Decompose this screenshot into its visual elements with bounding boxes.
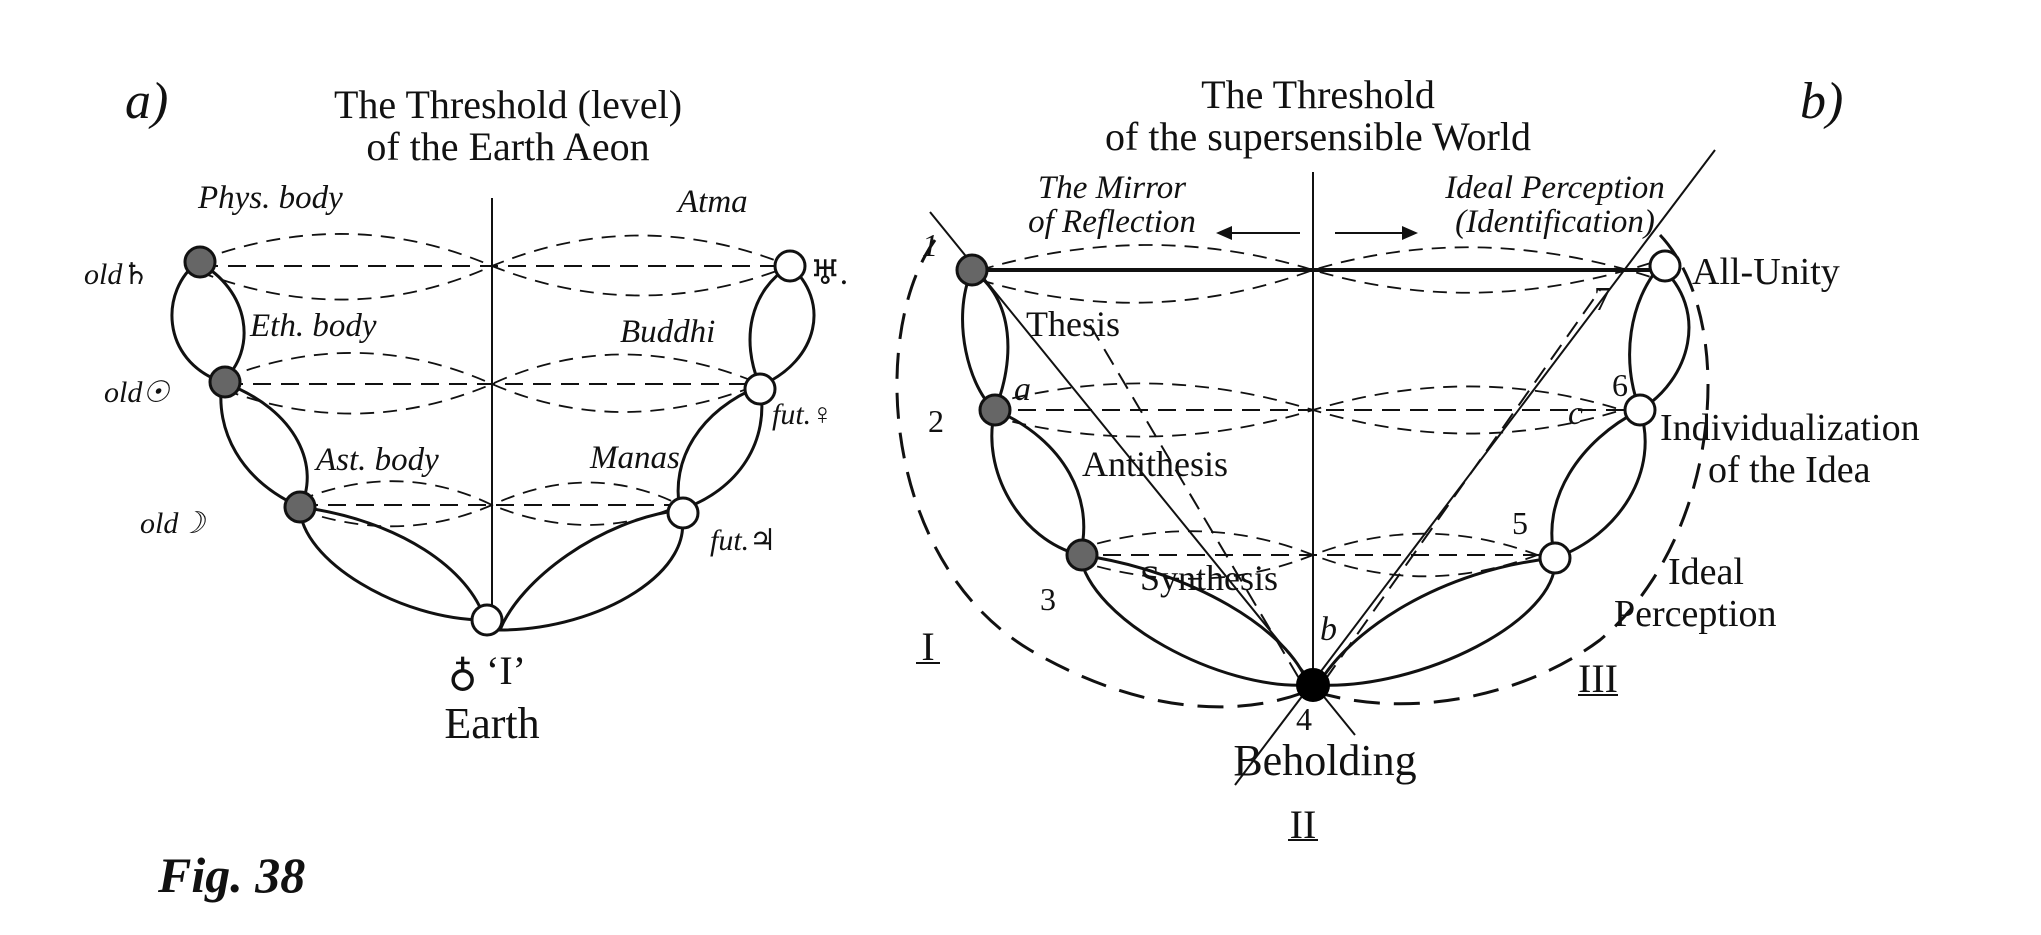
loop-right-3 xyxy=(497,508,684,632)
loop-left-3 xyxy=(298,505,488,622)
node-5 xyxy=(1538,541,1572,575)
loop-b-right-1 xyxy=(1628,263,1691,413)
node-3 xyxy=(1065,538,1099,572)
number-5: 5 xyxy=(1512,505,1528,541)
figure-caption: Fig. 38 xyxy=(157,847,305,903)
planet-uranus: ♅. xyxy=(810,255,849,292)
label-i: ‘I’ xyxy=(486,648,526,693)
node-6 xyxy=(1623,393,1657,427)
loop-right-2 xyxy=(676,383,764,512)
planet-fut-venus: fut.♀ xyxy=(772,398,834,431)
loop-b-right-2 xyxy=(1550,407,1647,560)
diagram-a-title-line1: The Threshold (level) xyxy=(334,82,682,127)
label-phys-body: Phys. body xyxy=(197,180,343,216)
planet-old-moon: old☽ xyxy=(140,507,206,540)
node-ast-body xyxy=(283,490,317,524)
node-atma xyxy=(773,249,807,283)
cross-arc xyxy=(989,385,1641,438)
diagram-b-title-line1: The Threshold xyxy=(1201,72,1435,117)
cross-arc xyxy=(979,246,1661,304)
label-atma: Atma xyxy=(676,184,748,220)
number-4: 4 xyxy=(1296,701,1312,737)
loop-left-1 xyxy=(170,260,246,384)
number-2: 2 xyxy=(928,403,944,439)
diagram-a: a) The Threshold (level) of the Earth Ae… xyxy=(84,73,849,748)
planet-old-sun: old☉ xyxy=(104,376,170,409)
letter-a: a xyxy=(1014,371,1031,408)
node-earth xyxy=(470,603,504,637)
cross-arc xyxy=(224,352,761,413)
label-all-unity: All-Unity xyxy=(1692,251,1840,293)
node-2 xyxy=(978,393,1012,427)
label-perception: Perception xyxy=(1614,593,1777,635)
label-earth: Earth xyxy=(444,699,539,748)
label-beholding: Beholding xyxy=(1233,736,1416,785)
node-phys-body xyxy=(183,245,217,279)
loop-b-right-3 xyxy=(1315,556,1557,687)
planet-fut-jupiter: fut.♃ xyxy=(710,524,776,557)
label-synthesis: Synthesis xyxy=(1140,558,1278,598)
node-buddhi xyxy=(743,372,777,406)
cross-arc xyxy=(299,480,681,526)
dashed-v-left xyxy=(1089,324,1301,681)
node-4 xyxy=(1296,668,1330,702)
diagram-b: b) The Threshold of the supersensible Wo… xyxy=(895,72,1920,847)
cross-arc xyxy=(1074,532,1551,580)
diagram-a-title-line2: of the Earth Aeon xyxy=(366,124,649,169)
diagram-b-title-line2: of the supersensible World xyxy=(1105,114,1531,159)
label-manas: Manas xyxy=(589,440,680,476)
outer-envelope xyxy=(895,233,1710,709)
label-ideal: Ideal xyxy=(1668,551,1744,593)
label-antithesis: Antithesis xyxy=(1082,444,1228,484)
number-3: 3 xyxy=(1040,581,1056,617)
dashed-v-right xyxy=(1324,289,1601,681)
node-manas xyxy=(666,496,700,530)
number-1: 1 xyxy=(922,227,938,263)
label-individualization: Individualization xyxy=(1660,407,1920,449)
arrow-right-head xyxy=(1402,226,1418,240)
label-buddhi: Buddhi xyxy=(620,314,715,350)
number-7: 7 xyxy=(1594,281,1611,318)
label-thesis: Thesis xyxy=(1026,304,1120,344)
node-1 xyxy=(955,253,989,287)
loop-right-1 xyxy=(748,264,816,388)
loop-b-left-1 xyxy=(961,267,1010,413)
mirror-line2: of Reflection xyxy=(1028,204,1196,240)
loop-left-2 xyxy=(219,379,309,509)
roman-3: III xyxy=(1578,656,1618,701)
mirror-line1: The Mirror xyxy=(1038,170,1186,206)
ideal-line2: (Identification) xyxy=(1455,204,1655,240)
label-of-the-idea: of the Idea xyxy=(1708,449,1871,491)
node-eth-body xyxy=(208,365,242,399)
letter-b: b xyxy=(1320,611,1337,648)
label-eth-body: Eth. body xyxy=(249,308,377,344)
arrow-left-head xyxy=(1216,226,1232,240)
letter-c: c xyxy=(1568,395,1583,432)
ideal-line1: Ideal Perception xyxy=(1444,170,1665,206)
cross-arc xyxy=(299,481,681,528)
cross-arc xyxy=(199,234,791,301)
diagram-a-letter: a) xyxy=(125,73,168,130)
planet-old-saturn: old♄ xyxy=(84,258,149,291)
node-7 xyxy=(1648,249,1682,283)
number-6: 6 xyxy=(1612,367,1628,403)
earth-symbol: ♁ xyxy=(448,650,477,695)
label-ast-body: Ast. body xyxy=(314,442,439,478)
diagram-b-letter: b) xyxy=(1800,73,1843,130)
roman-1: I xyxy=(921,624,934,669)
cross-arc xyxy=(979,244,1661,294)
